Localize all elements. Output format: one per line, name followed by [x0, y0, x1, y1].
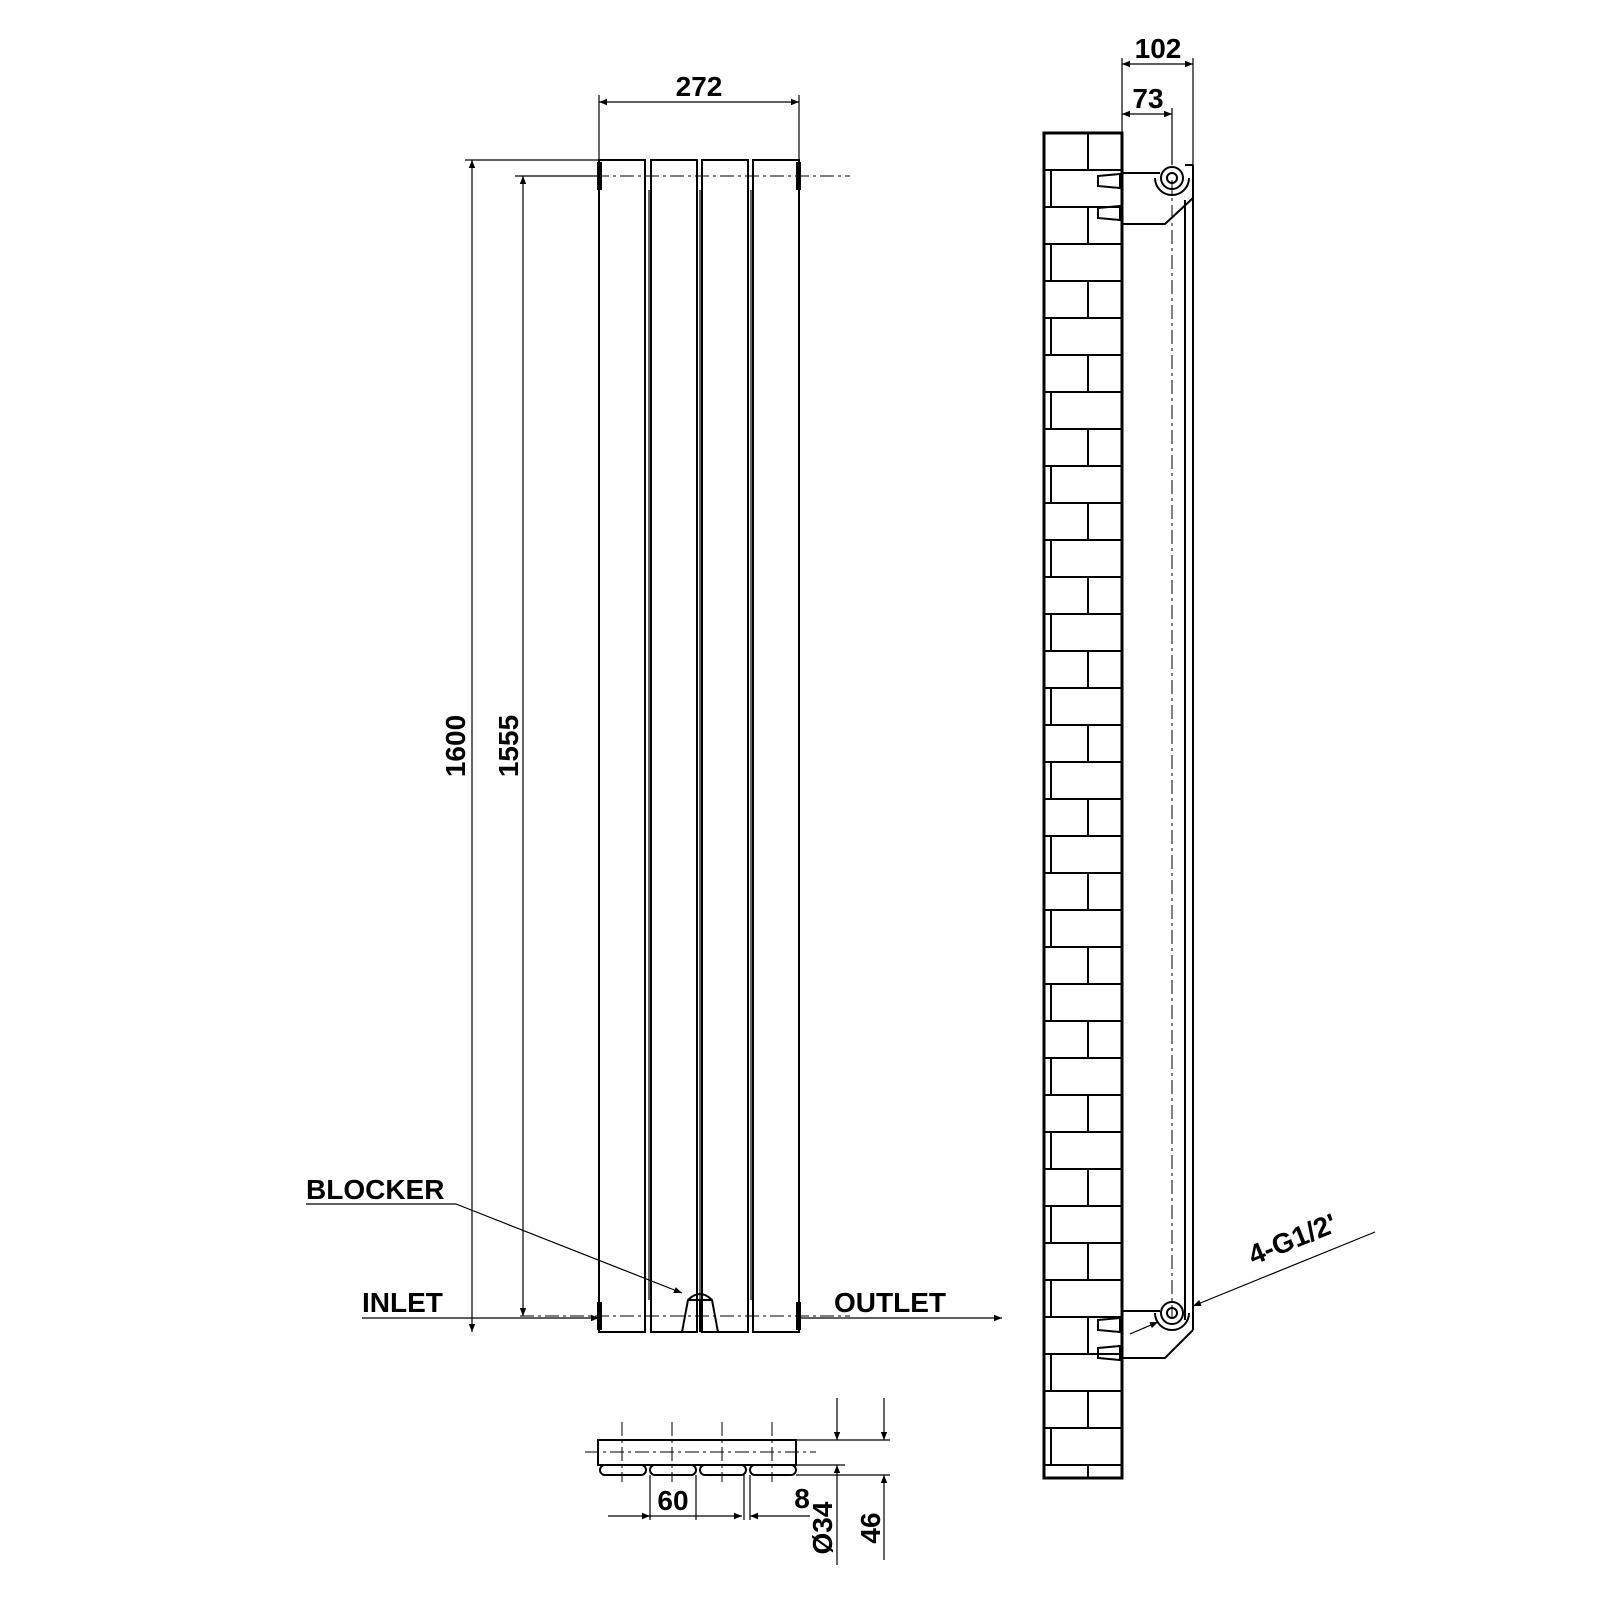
plan-view: 60 8 Ø34 46: [585, 1398, 890, 1565]
pipe-centres-label: 1555: [493, 715, 524, 777]
side-view: 102 73 4-G1/2': [1042, 33, 1376, 1480]
radiator-columns: [597, 159, 801, 1333]
outlet-callout: OUTLET: [834, 1287, 946, 1318]
blocker-callout: BLOCKER: [306, 1174, 444, 1205]
inlet-callout: INLET: [362, 1287, 443, 1318]
wall-to-front-label: 102: [1135, 33, 1182, 64]
depth-label: 46: [855, 1512, 886, 1543]
top-bracket: [1097, 166, 1194, 225]
column-gap-label: 8: [794, 1483, 810, 1514]
blocker-shape: [681, 1293, 719, 1333]
wall-to-pipe-centre-label: 73: [1132, 83, 1163, 114]
bottom-bracket: [1097, 1301, 1194, 1362]
front-view: 272 1600 1555 BLOCKER INLET OUTLET: [306, 71, 1002, 1333]
overall-height-label: 1600: [440, 715, 471, 777]
pipe-diameter-label: Ø34: [807, 1501, 838, 1554]
connection-spec-label: 4-G1/2': [1244, 1208, 1341, 1271]
column-pitch-label: 60: [657, 1485, 688, 1516]
width-dimension-label: 272: [676, 71, 723, 102]
brick-wall: [1042, 131, 1124, 1480]
